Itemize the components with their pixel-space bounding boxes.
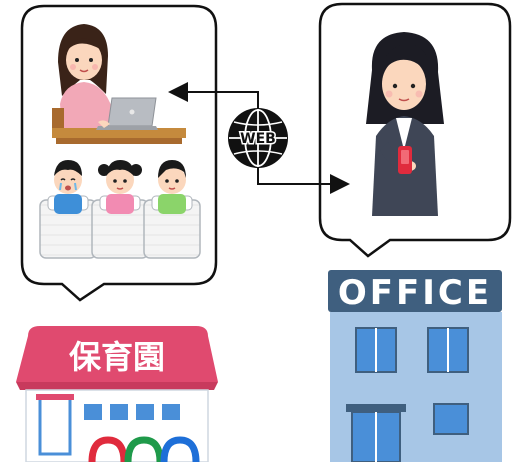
office-window [433, 403, 469, 435]
nursery-window [84, 404, 102, 420]
globe-icon: WEB [228, 108, 288, 168]
office-sign-board [328, 270, 502, 312]
office-sign: OFFICE [338, 273, 492, 313]
child-girl [98, 160, 142, 214]
nursery-window [110, 404, 128, 420]
child-crying [54, 160, 82, 214]
globe-label: WEB [240, 131, 276, 147]
nursery-window [136, 404, 154, 420]
child-boy [158, 160, 186, 214]
office-window [355, 327, 397, 373]
sleeping-children [39, 160, 201, 259]
office-building: OFFICE [328, 270, 502, 463]
nursery-arch-red [88, 436, 128, 463]
nursery-door [38, 396, 72, 456]
phone-icon [398, 146, 412, 174]
office-worker-figure [366, 32, 444, 216]
nursery-window [162, 404, 180, 420]
nursery-arch-green [124, 436, 164, 463]
office-door [346, 404, 406, 463]
nursery-building: 保育園 [16, 326, 218, 463]
laptop-icon [96, 97, 158, 130]
nursery-sign: 保育園 [69, 338, 165, 376]
desk [52, 128, 186, 144]
nursery-roof [16, 326, 218, 382]
teacher-figure [52, 24, 114, 134]
nursery-arch-blue [160, 436, 200, 463]
office-window [427, 327, 469, 373]
teacher-hand [98, 120, 110, 128]
